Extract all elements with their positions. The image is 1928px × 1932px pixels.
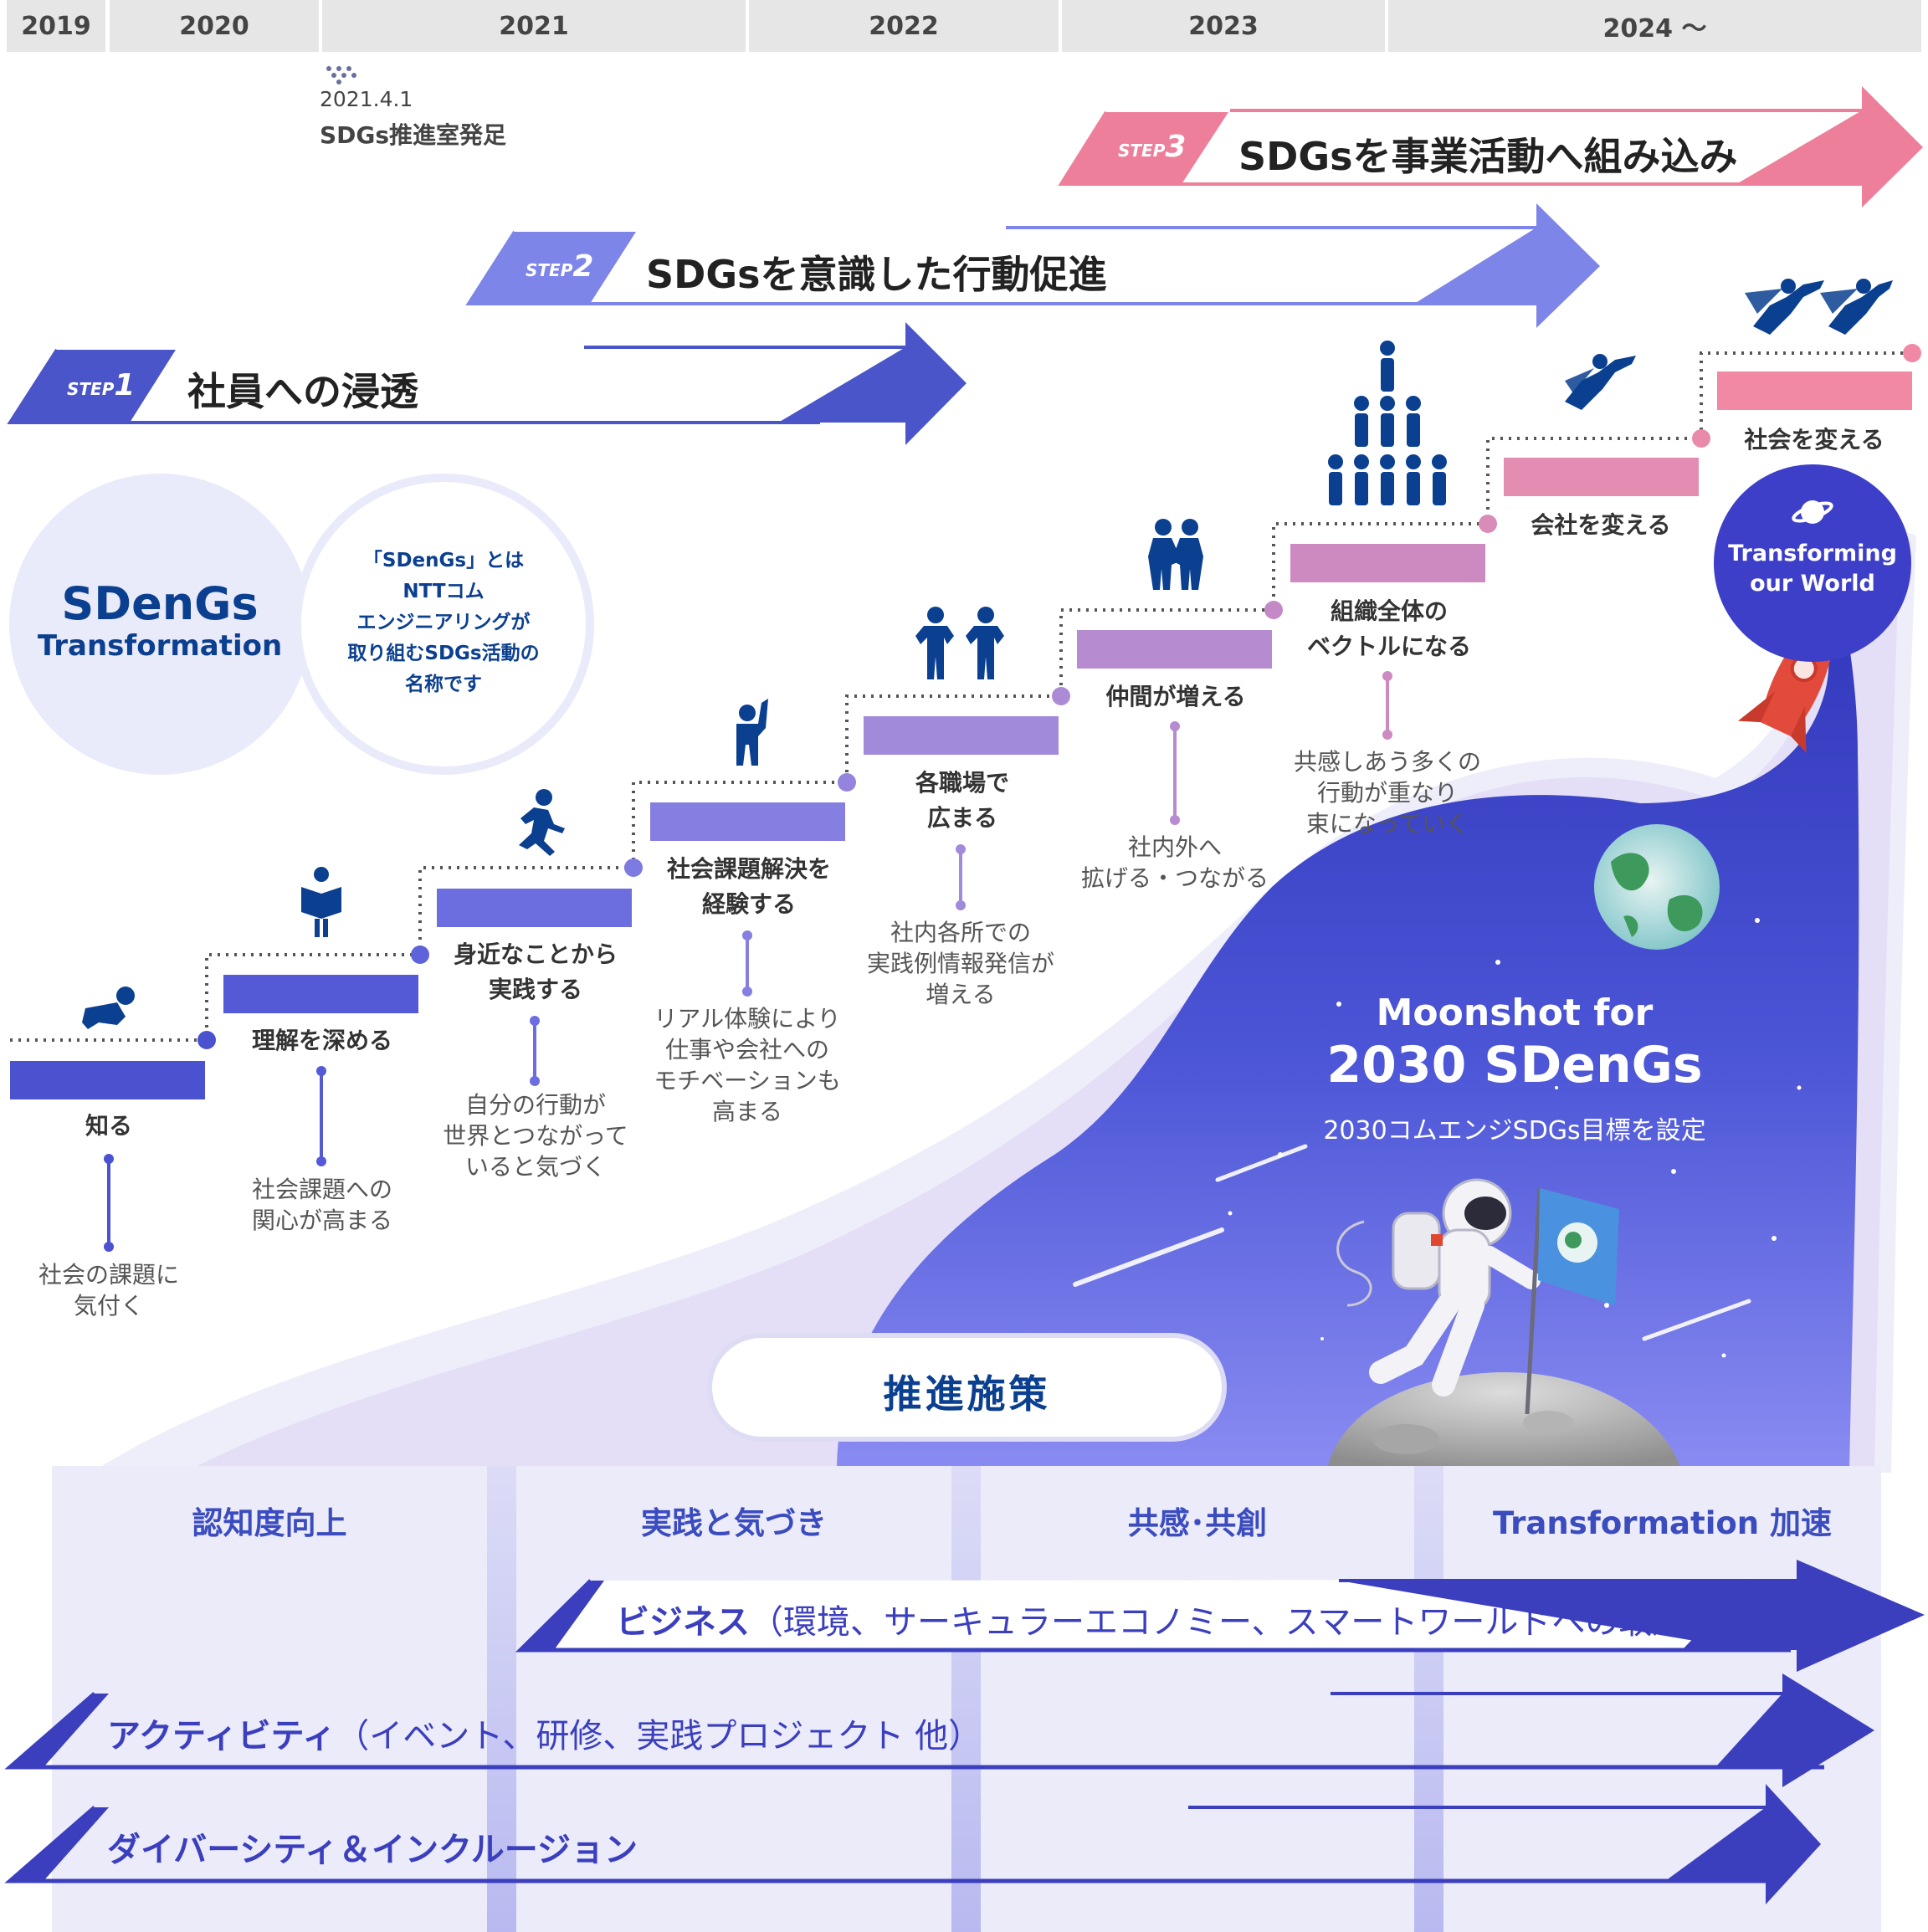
banner-main: アクティビティ [107, 1717, 336, 1755]
planet-icon [1792, 500, 1833, 524]
step3-tag: STEP3 [1118, 130, 1187, 164]
category-transformation: Transformation 加速 [1492, 1505, 1833, 1541]
logo-subtitle: Transformation [37, 629, 283, 663]
step1-arrow [7, 322, 967, 445]
stair-dots [197, 344, 1921, 1049]
stair-desc-4: リアル体験により 仕事や会社への モチベーションも 高まる [654, 1005, 841, 1125]
desc-line: 「SDenGs」とは [362, 550, 525, 571]
stair-label-8: 会社を変える [1531, 511, 1671, 539]
bubble-line: Transforming [1728, 541, 1897, 566]
bubble-line: our World [1750, 571, 1875, 597]
logo-title: SDenGs [61, 577, 259, 630]
banner-arrow-business [515, 1560, 1925, 1672]
sdengs-description: 「SDenGs」とは NTTコム エンジニアリングが 取り組むSDGs活動の 名… [318, 546, 569, 700]
transforming-bubble [1714, 464, 1911, 662]
moon-icon [1326, 1372, 1682, 1473]
stair-desc-3: 自分の行動が 世界とつながって いると気づく [443, 1091, 628, 1181]
banner-activity: アクティビティ（イベント、研修、実践プロジェクト 他） [107, 1709, 982, 1757]
stair-label-9: 社会を変える [1744, 426, 1884, 454]
measures-title: 推進施策 [883, 1371, 1051, 1417]
banner-arrow-diversity [4, 1784, 1821, 1904]
two-flying-heroes-icon [1745, 279, 1893, 335]
people-pyramid-icon [1328, 341, 1447, 505]
banner-diversity: ダイバーシティ＆インクルージョン [107, 1822, 638, 1871]
stair-label-6: 仲間が増える [1105, 683, 1246, 710]
stair-label-3: 身近なことから 実践する [453, 940, 618, 1003]
stair-desc-5: 社内各所での 実践例情報発信が 増える [866, 919, 1054, 1008]
moonshot-line1: Moonshot for [1376, 992, 1654, 1034]
category-practice: 実践と気づき [641, 1505, 827, 1541]
step3-arrow [1058, 86, 1923, 208]
stair-desc-6: 社内外へ 拡げる・つながる [1080, 833, 1269, 892]
stair-label-7: 組織全体の ベクトルになる [1306, 597, 1471, 660]
desc-circle [293, 474, 594, 775]
banner-sub: （イベント、研修、実践プロジェクト 他） [336, 1717, 982, 1755]
year-2020: 2020 [110, 0, 319, 52]
banner-main: ビジネス [616, 1603, 750, 1642]
reading-person-icon [301, 867, 341, 937]
step2-title: SDGsを意識した行動促進 [646, 252, 1107, 297]
running-person-icon [519, 789, 565, 856]
desc-line: 取り組むSDGs活動の [347, 643, 540, 664]
banner-business: ビジネス（環境、サーキュラーエコノミー、スマートワールドへの取組み 他） [616, 1595, 1797, 1643]
stair-label-1: 知る [85, 1112, 132, 1140]
earth-icon [1594, 824, 1720, 950]
category-awareness: 認知度向上 [192, 1505, 347, 1541]
raising-hand-person-icon [736, 699, 768, 766]
measures-pill [707, 1333, 1227, 1442]
year-2024: 2024 ～ [1388, 0, 1921, 52]
stair-label-5: 各職場で 広まる [915, 769, 1009, 832]
step2-tag: STEP2 [526, 249, 594, 284]
banner-main: ダイバーシティ＆インクルージョン [107, 1831, 638, 1869]
stair-desc-1: 社会の課題に 気付く [38, 1261, 179, 1320]
year-2021: 2021 [322, 0, 746, 52]
step1-title: 社員への浸透 [187, 369, 418, 414]
flying-hero-icon [1565, 354, 1636, 410]
milestone-icon [326, 66, 356, 85]
desc-line: エンジニアリングが [356, 612, 531, 633]
stair-desc-7: 共感しあう多くの 行動が重なり 束になっていく [1293, 748, 1481, 838]
moonshot-line3: 2030コムエンジSDGs目標を設定 [1323, 1116, 1706, 1145]
stair-desc-2: 社会課題への 関心が高まる [251, 1176, 392, 1234]
milestone-label: SDGs推進室発足 [320, 121, 507, 149]
shooting-stars [1073, 1144, 1751, 1341]
moonshot-line2: 2030 SDenGs [1326, 1036, 1703, 1094]
astronaut-icon [1336, 1178, 1541, 1396]
stair-label-4: 社会課題解決を 経験する [666, 855, 831, 918]
banner-sub: （環境、サーキュラーエコノミー、スマートワールドへの取組み 他） [750, 1603, 1797, 1642]
step3-title: SDGsを事業活動へ組み込み [1238, 134, 1738, 179]
step2-arrow [465, 203, 1600, 328]
step1-tag: STEP1 [67, 368, 136, 402]
desc-line: 名称です [405, 674, 482, 695]
two-people-icon [915, 607, 1004, 679]
stair-label-2: 理解を深める [251, 1027, 392, 1054]
year-2022: 2022 [749, 0, 1059, 52]
flag-icon [1525, 1187, 1619, 1415]
handshake-icon [1148, 519, 1203, 590]
transforming-text: Transforming our World [1715, 539, 1910, 599]
banner-arrow-activity [4, 1673, 1874, 1787]
year-2023: 2023 [1062, 0, 1385, 52]
stair-bars [10, 372, 1912, 1099]
category-empathy: 共感･共創 [1127, 1505, 1268, 1541]
desc-line: NTTコム [403, 581, 485, 602]
connectors [104, 671, 1392, 1252]
crawling-baby-icon [82, 986, 135, 1029]
year-2019: 2019 [7, 0, 105, 52]
logo-circle [9, 474, 310, 775]
milestone-date: 2021.4.1 [320, 87, 413, 111]
